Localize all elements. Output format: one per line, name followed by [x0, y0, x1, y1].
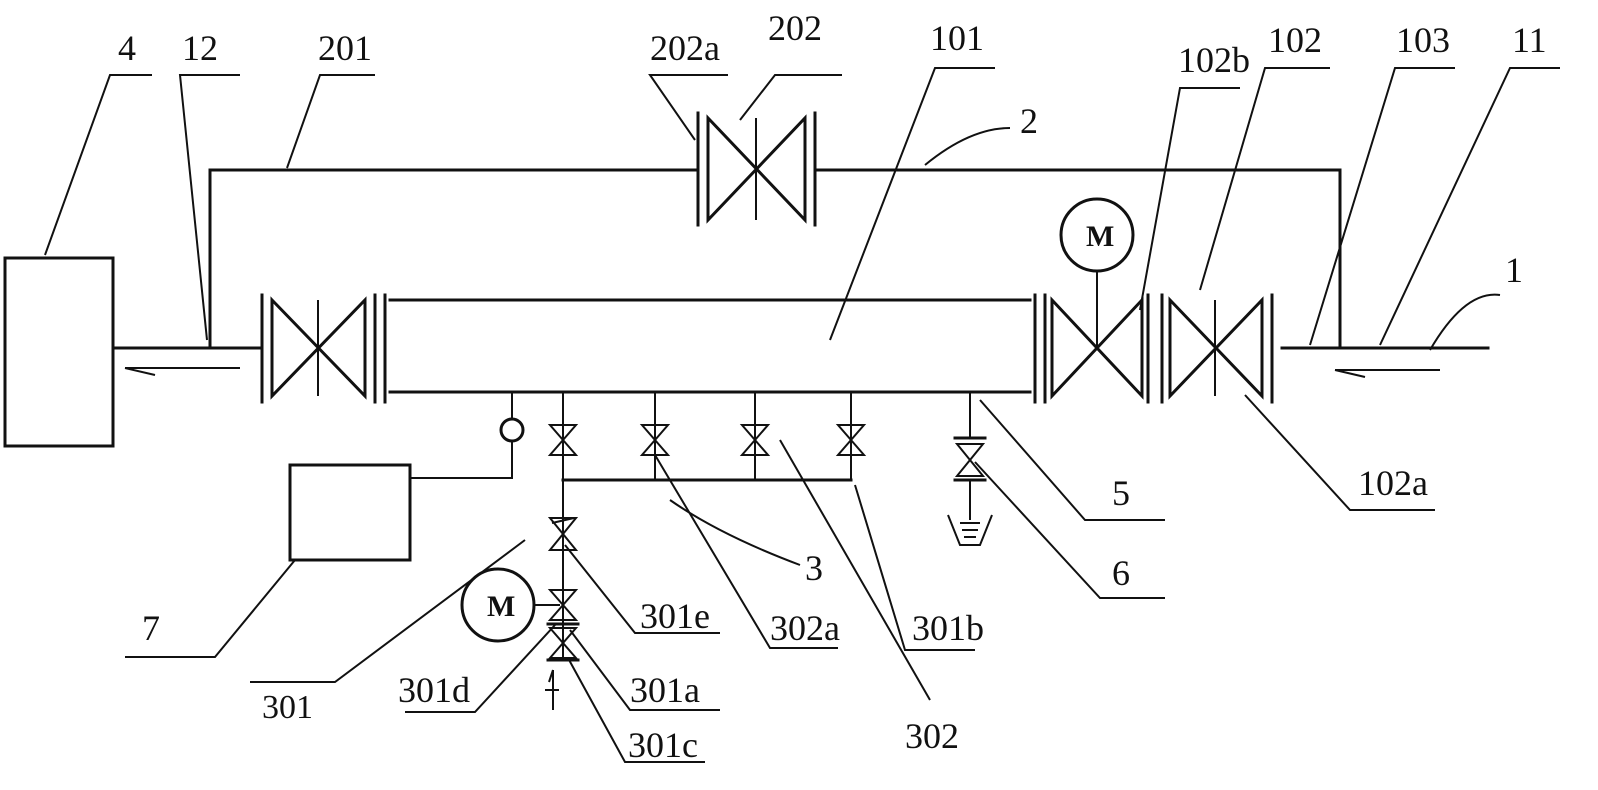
outlet-pipe-12 — [113, 346, 264, 376]
label-12: 12 — [182, 28, 218, 68]
motor-valve-102b: M — [1043, 197, 1150, 404]
motor-label-top: M — [1086, 220, 1114, 253]
label-302: 302 — [905, 716, 959, 756]
motor-label-bottom: M — [487, 590, 515, 623]
label-202a: 202a — [650, 28, 720, 68]
label-301b: 301b — [912, 608, 984, 648]
label-1: 1 — [1505, 250, 1523, 290]
label-102: 102 — [1268, 20, 1322, 60]
label-11: 11 — [1512, 20, 1547, 60]
label-101: 101 — [930, 18, 984, 58]
drain-valve-6 — [947, 392, 993, 546]
label-102b: 102b — [1178, 40, 1250, 80]
label-7: 7 — [142, 608, 160, 648]
main-pipe-101 — [383, 293, 1037, 404]
label-301a: 301a — [630, 670, 700, 710]
label-202: 202 — [768, 8, 822, 48]
label-103: 103 — [1396, 20, 1450, 60]
left-main-valve — [260, 293, 377, 404]
label-301c: 301c — [628, 725, 698, 765]
bypass-pipe-2 — [208, 111, 1342, 350]
equipment-box-4 — [3, 256, 115, 448]
label-3: 3 — [805, 548, 823, 588]
label-6: 6 — [1112, 553, 1130, 593]
label-201: 201 — [318, 28, 372, 68]
label-302a: 302a — [770, 608, 840, 648]
inlet-pipe-1 — [1280, 346, 1490, 378]
valve-102 — [1160, 293, 1274, 404]
branch-manifold-3: M — [460, 392, 867, 710]
label-301d: 301d — [398, 670, 470, 710]
gauge-and-box-7 — [288, 392, 525, 562]
label-102a: 102a — [1358, 463, 1428, 503]
label-4: 4 — [118, 28, 136, 68]
label-301e: 301e — [640, 596, 710, 636]
label-5: 5 — [1112, 473, 1130, 513]
label-2: 2 — [1020, 101, 1038, 141]
leader-lines — [44, 67, 1560, 763]
label-301: 301 — [262, 689, 313, 726]
